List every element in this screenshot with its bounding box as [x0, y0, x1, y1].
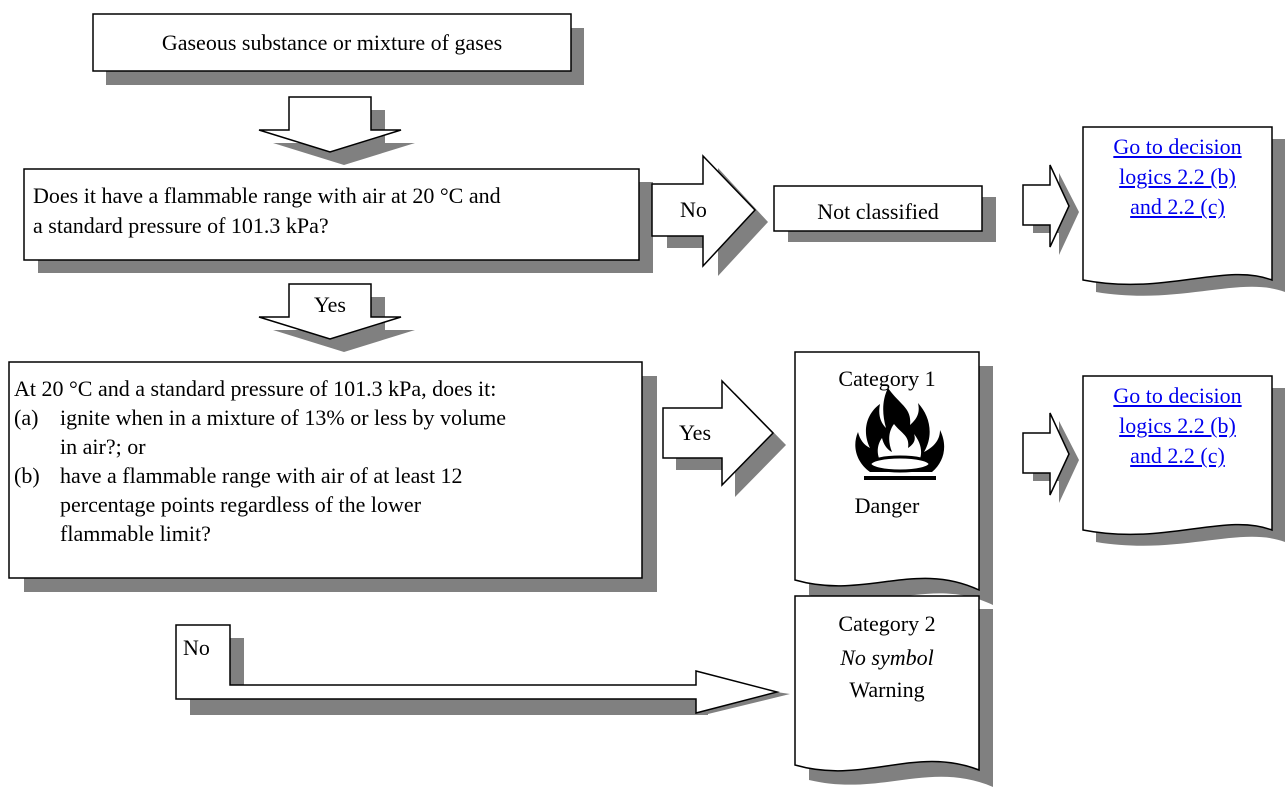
yes-arrow-1	[258, 283, 415, 352]
category1-document	[794, 351, 993, 605]
question1-box	[23, 168, 653, 273]
no-arrow-1	[651, 154, 768, 276]
question2-b-line1: have a flammable range with air of at le…	[60, 463, 463, 488]
yes-arrow-2	[662, 379, 786, 497]
start-box	[92, 13, 584, 85]
category2-symbol-text: No symbol	[840, 645, 934, 670]
link2-line1[interactable]: Go to decision	[1113, 383, 1242, 408]
link1-line2[interactable]: logics 2.2 (b)	[1119, 164, 1236, 189]
category1-signal: Danger	[854, 493, 920, 518]
link2-text[interactable]: Go to decision logics 2.2 (b) and 2.2 (c…	[1083, 381, 1272, 471]
start-text: Gaseous substance or mixture of gases	[161, 30, 503, 55]
question2-b-line3: flammable limit?	[60, 521, 211, 546]
down-arrow-1	[258, 96, 415, 165]
question2-a-line2: in air?; or	[60, 434, 146, 459]
question2-intro: At 20 °C and a standard pressure of 101.…	[14, 376, 497, 401]
question2-box	[8, 361, 657, 592]
link2-line3[interactable]: and 2.2 (c)	[1130, 443, 1225, 468]
yes-label-1: Yes	[313, 292, 346, 317]
link2-line2[interactable]: logics 2.2 (b)	[1119, 413, 1236, 438]
link1-document	[1082, 126, 1285, 296]
category2-document	[794, 595, 993, 787]
link1-text[interactable]: Go to decision logics 2.2 (b) and 2.2 (c…	[1083, 132, 1272, 222]
link2-document	[1082, 375, 1285, 546]
not-classified-text: Not classified	[817, 199, 939, 224]
link1-line3[interactable]: and 2.2 (c)	[1130, 194, 1225, 219]
question1-line2: a standard pressure of 101.3 kPa?	[33, 213, 329, 238]
category2-signal: Warning	[849, 677, 925, 702]
category2-title: Category 2	[838, 611, 936, 636]
right-arrow-link-2	[1022, 412, 1079, 503]
question2-option-a-tag: (a)	[14, 405, 39, 430]
yes-label-2: Yes	[679, 420, 712, 445]
question2-option-a-text: ignite when in a mixture of 13% or less …	[60, 403, 506, 461]
right-arrow-link-1	[1022, 164, 1079, 255]
no-label-1: No	[680, 197, 707, 222]
question1-line1: Does it have a flammable range with air …	[33, 183, 501, 208]
category1-title: Category 1	[838, 366, 936, 391]
question2-option-b-text: have a flammable range with air of at le…	[60, 461, 463, 548]
link1-line1[interactable]: Go to decision	[1113, 134, 1242, 159]
flame-icon	[855, 388, 945, 480]
question2-b-line2: percentage points regardless of the lowe…	[60, 492, 422, 517]
question2-option-b-tag: (b)	[14, 463, 40, 488]
not-classified-box	[773, 185, 996, 242]
no-label-2: No	[183, 635, 210, 660]
question2-option-a: (a) ignite when in a mixture of 13% or l…	[14, 403, 642, 461]
question2-text: At 20 °C and a standard pressure of 101.…	[14, 374, 642, 548]
no-arrow-2	[175, 624, 790, 715]
question1-text: Does it have a flammable range with air …	[33, 181, 633, 241]
question2-option-b: (b) have a flammable range with air of a…	[14, 461, 642, 548]
question2-a-line1: ignite when in a mixture of 13% or less …	[60, 405, 507, 430]
